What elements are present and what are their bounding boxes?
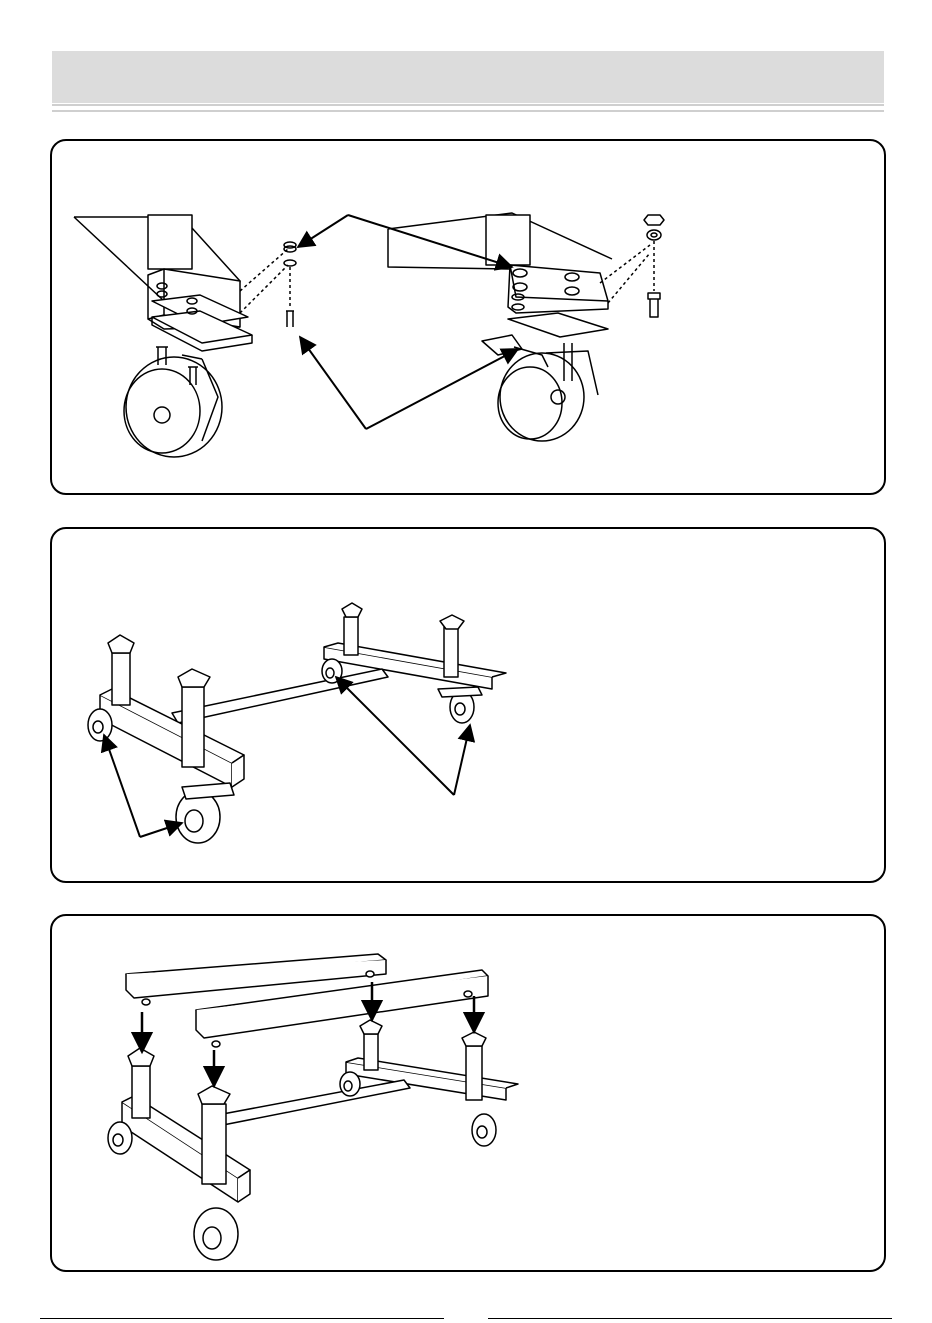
arrow-icon (298, 215, 518, 429)
brake-caster-icon (482, 335, 598, 441)
header-rule-top (52, 104, 884, 106)
step-1-panel (50, 139, 886, 495)
upright-back-left (360, 1020, 382, 1070)
footer-rule-left (40, 1318, 444, 1319)
upright-back-right (462, 1032, 486, 1100)
upright-front-left (128, 1048, 154, 1118)
caster-wheel-icon (124, 355, 222, 457)
frame-assembly-illustration (52, 529, 884, 881)
upright-front-right (198, 1086, 230, 1184)
support-bar-illustration (52, 916, 884, 1270)
caster-mount-illustration (52, 141, 884, 493)
header-band (52, 51, 884, 103)
upright-front-left (108, 635, 134, 705)
washer-icon (284, 242, 296, 327)
footer-rule-right (488, 1318, 892, 1319)
step-3-panel (50, 914, 886, 1272)
header-rule-bottom (52, 110, 884, 112)
arrow-icon (104, 677, 470, 837)
step-2-panel (50, 527, 886, 883)
